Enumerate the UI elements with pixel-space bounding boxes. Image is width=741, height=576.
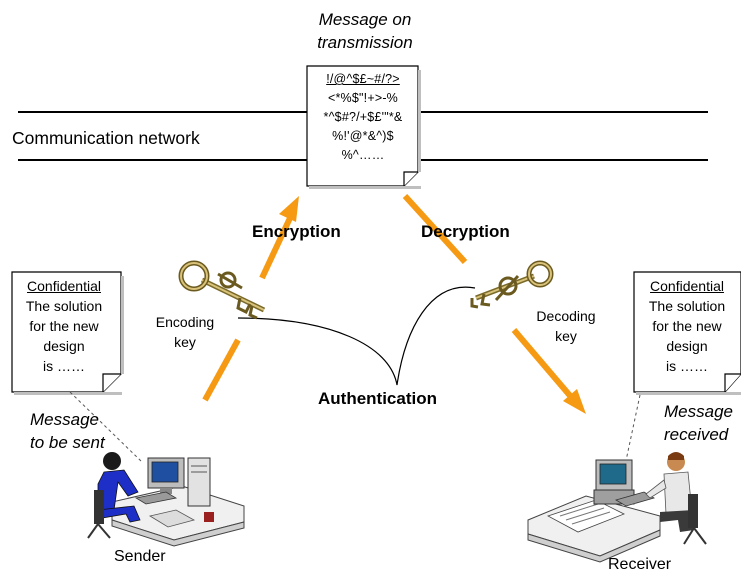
sender-doc-heading: Confidential <box>27 278 101 294</box>
receiver-label: Receiver <box>608 556 672 573</box>
receiver-doc-line: for the new <box>652 318 722 334</box>
send-arrow <box>202 338 241 402</box>
cipher-line: %!'@*&^)$ <box>332 129 394 143</box>
decoding-key-label: Decoding key <box>530 306 602 346</box>
network-label: Communication network <box>12 128 200 148</box>
cipher-line: <*%$"!+>-% <box>327 91 399 105</box>
receive-arrow <box>511 328 586 414</box>
sender-workstation-icon <box>87 452 245 547</box>
encoding-key-label-line2: key <box>174 334 196 350</box>
sender-message-line2: to be sent <box>30 433 105 452</box>
decoding-key-label-line2: key <box>555 328 577 344</box>
receiver-message-line2: received <box>664 425 729 444</box>
transmission-document <box>306 65 421 189</box>
sender-document <box>11 271 124 395</box>
sender-message-label: Message to be sent <box>30 408 105 454</box>
encoding-key-label-line1: Encoding <box>155 314 215 330</box>
authentication-curve <box>237 286 476 386</box>
transmission-label-line2: transmission <box>317 33 413 52</box>
transmission-label-line1: Message on <box>318 10 412 29</box>
authentication-label: Authentication <box>318 389 437 408</box>
encoding-key-label: Encoding key <box>150 312 220 352</box>
receiver-document <box>633 271 741 395</box>
sender-document-text: Confidential The solution for the new de… <box>12 276 116 376</box>
sender-doc-line: The solution <box>25 298 103 314</box>
receiver-doc-line: The solution <box>648 298 726 314</box>
receiver-document-text: Confidential The solution for the new de… <box>635 276 739 376</box>
encryption-label: Encryption <box>252 222 341 241</box>
sender-doc-line: is …… <box>43 358 85 374</box>
cipher-text: !/@^$£~#/?> <*%$"!+>-% *^$#?/+$£'"*& %!'… <box>308 70 418 165</box>
sender-label: Sender <box>114 548 166 565</box>
decoding-key-label-line1: Decoding <box>536 308 596 324</box>
receiver-doc-heading: Confidential <box>650 278 724 294</box>
sender-doc-line: design <box>43 338 85 354</box>
receiver-message-label: Message received <box>664 400 741 446</box>
receiver-doc-line: design <box>666 338 708 354</box>
cipher-line: *^$#?/+$£'"*& <box>323 110 403 124</box>
decoding-key-icon <box>470 260 554 309</box>
receiver-workstation-icon <box>527 452 707 563</box>
receiver-leader-line <box>623 394 641 471</box>
encryption-arrow <box>259 196 299 280</box>
transmission-label: Message on transmission <box>300 8 430 54</box>
cipher-line: !/@^$£~#/?> <box>326 72 400 86</box>
decryption-label: Decryption <box>421 222 510 241</box>
receiver-doc-line: is …… <box>666 358 708 374</box>
sender-message-line1: Message <box>30 410 99 429</box>
sender-leader-line <box>69 391 143 463</box>
network-lines <box>18 111 708 161</box>
encoding-key-icon <box>178 260 266 320</box>
receiver-message-line1: Message <box>664 402 733 421</box>
sender-doc-line: for the new <box>29 318 99 334</box>
decryption-arrow <box>402 193 468 265</box>
cipher-line: %^…… <box>341 148 385 162</box>
